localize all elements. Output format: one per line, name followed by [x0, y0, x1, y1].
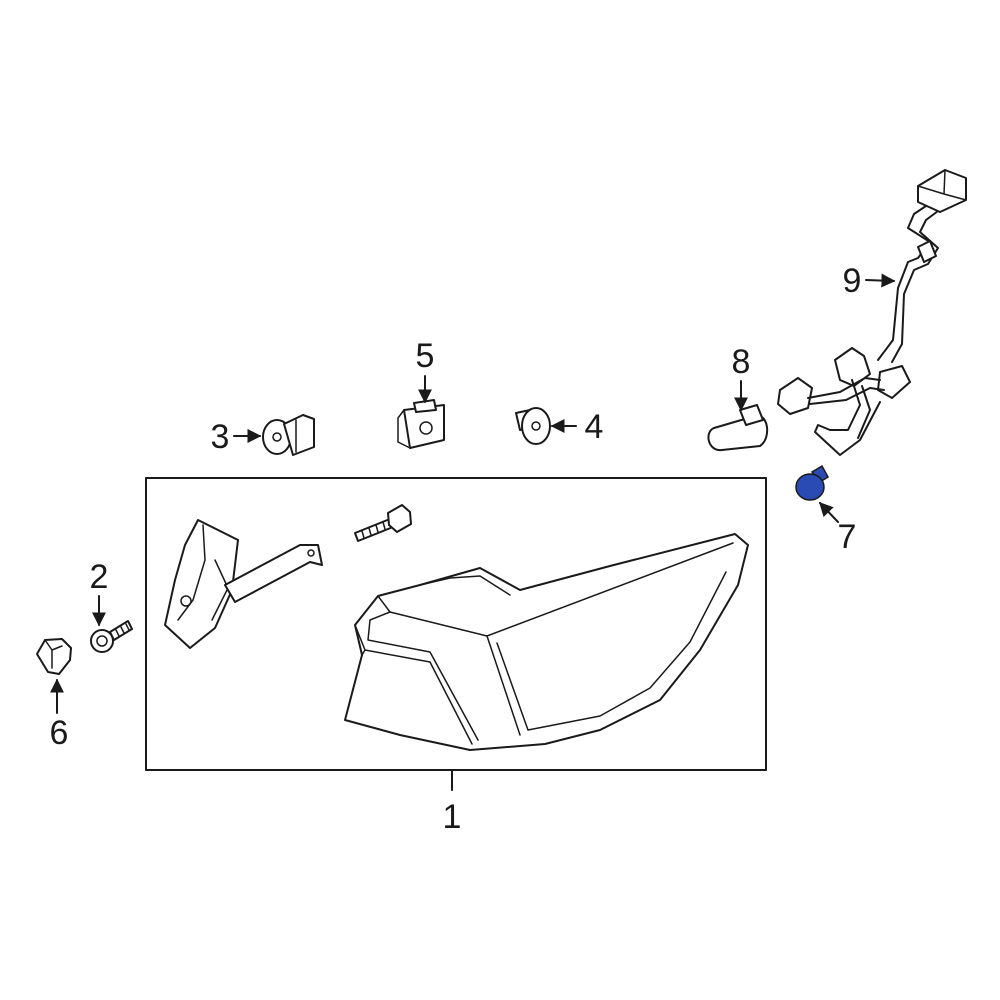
callout-7: 7 [838, 518, 857, 556]
assembly-box [145, 477, 767, 771]
grommet-part-4[interactable] [515, 407, 551, 445]
callout-9: 9 [843, 262, 862, 300]
bulb-part-7[interactable] [795, 464, 829, 501]
callout-1: 1 [443, 798, 462, 836]
screw-part-2[interactable] [90, 620, 133, 653]
callout-2: 2 [90, 558, 109, 596]
clip-part-6[interactable] [36, 638, 72, 675]
mounting-bracket[interactable] [164, 519, 323, 649]
callout-6: 6 [50, 714, 69, 752]
leader-arrow-7 [819, 501, 839, 523]
callout-5: 5 [416, 337, 435, 375]
callout-3: 3 [211, 418, 230, 456]
nut-part-5[interactable] [397, 399, 445, 449]
housing-bolt[interactable] [354, 504, 412, 542]
tail-lamp-housing[interactable] [344, 533, 749, 751]
bulb-part-8[interactable] [707, 404, 769, 452]
wiring-harness-part-9[interactable] [777, 169, 967, 456]
callout-4: 4 [585, 408, 604, 446]
callout-8: 8 [732, 343, 751, 381]
clip-part-3[interactable] [262, 414, 315, 456]
leader-arrow-9 [865, 273, 896, 288]
